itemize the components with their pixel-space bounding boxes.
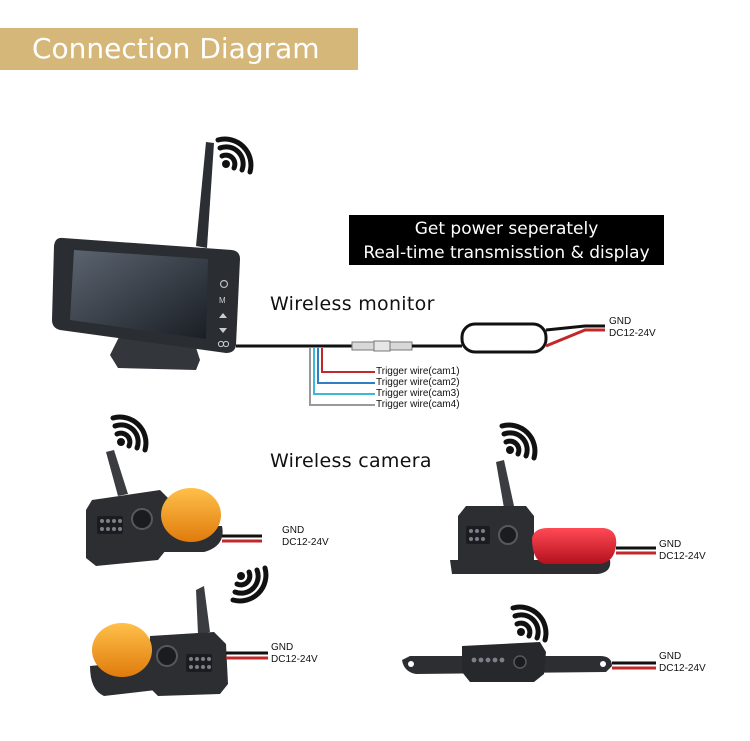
up-icon: [219, 313, 227, 318]
trigger-wire-cam3: Trigger wire(cam3): [376, 388, 460, 399]
camera-3-dc-label: DC12-24V: [659, 551, 706, 562]
power-icon: [219, 279, 229, 289]
trigger-wire-cam4: Trigger wire(cam4): [376, 399, 460, 410]
camera-lens: [513, 655, 527, 669]
menu-button-label: M: [219, 296, 226, 305]
camera-1: [86, 417, 262, 566]
monitor-label: Wireless monitor: [270, 293, 435, 315]
diagram-title: Connection Diagram: [0, 28, 358, 70]
camera-1-dc-label: DC12-24V: [282, 537, 329, 548]
monitor-power-cable: [236, 322, 605, 354]
camera-2-dc-label: DC12-24V: [271, 654, 318, 665]
callout-line-2: Real-time transmisstion & display: [363, 243, 650, 263]
monitor-gnd-label: GND: [609, 316, 632, 327]
wireless-monitor: M: [52, 139, 251, 370]
down-icon: [219, 328, 227, 333]
camera-2-gnd-label: GND: [271, 642, 294, 653]
amber-marker-light: [161, 488, 221, 542]
camera-lens: [156, 645, 178, 667]
camera-3-gnd-label: GND: [659, 539, 682, 550]
red-tail-light: [532, 528, 617, 564]
wifi-icon: [502, 425, 535, 458]
camera-lens: [498, 525, 518, 545]
camera-4-gnd-label: GND: [659, 651, 682, 662]
camera-2: [90, 568, 268, 696]
camera-3: [450, 425, 656, 574]
wifi-icon: [233, 568, 266, 601]
trigger-wire-cam1: Trigger wire(cam1): [376, 366, 460, 377]
wifi-icon: [513, 607, 546, 640]
camera-section-label: Wireless camera: [270, 450, 432, 472]
power-callout: Get power seperately Real-time transmiss…: [349, 215, 664, 265]
camera-1-gnd-label: GND: [282, 525, 305, 536]
monitor-dc-label: DC12-24V: [609, 328, 656, 339]
amber-marker-light: [92, 623, 152, 677]
trigger-wire-cam2: Trigger wire(cam2): [376, 377, 460, 388]
callout-line-1: Get power seperately: [414, 219, 599, 239]
trigger-wires: [309, 348, 375, 406]
camera-4-dc-label: DC12-24V: [659, 663, 706, 674]
camera-4: [402, 607, 656, 682]
link-icon: [222, 340, 230, 348]
monitor-screen: [70, 250, 208, 339]
camera-lens: [131, 508, 153, 530]
wifi-icon: [113, 417, 146, 450]
wifi-icon: [218, 139, 251, 172]
antenna-icon: [196, 142, 214, 248]
